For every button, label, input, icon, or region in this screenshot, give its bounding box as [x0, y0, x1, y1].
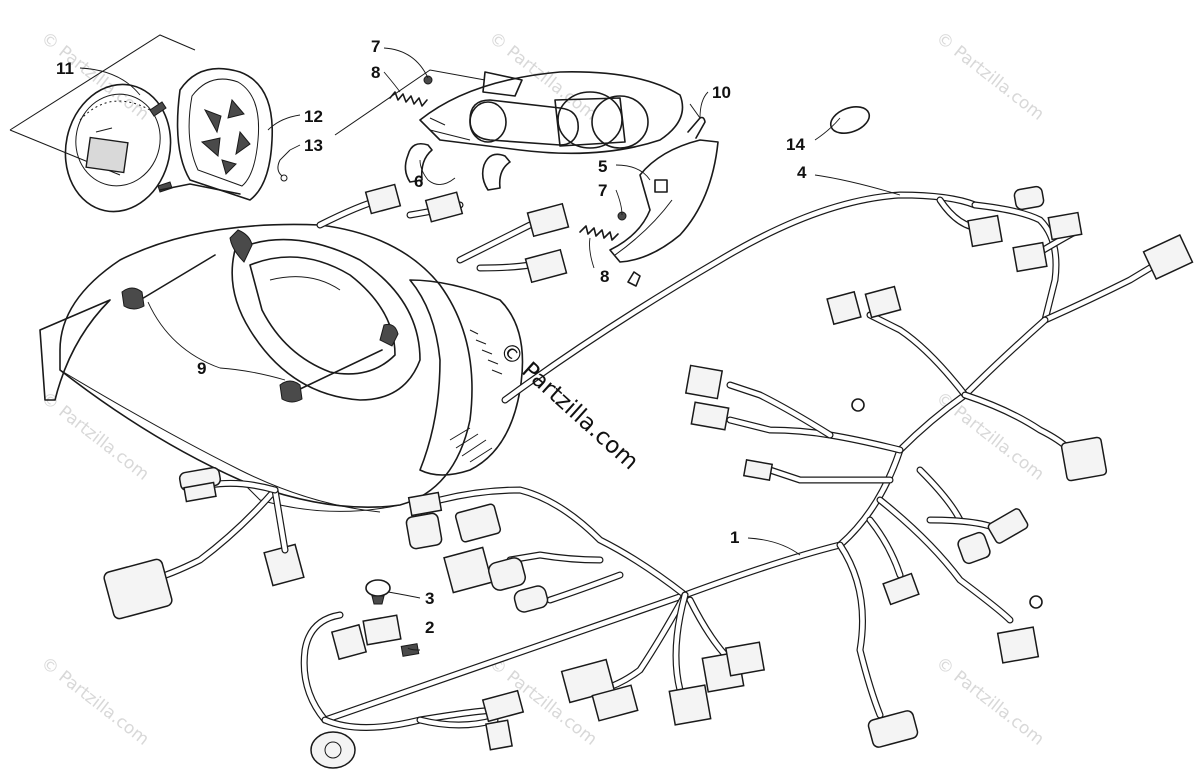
main-harness-item-1	[300, 311, 1074, 731]
headlight-housing	[334, 69, 684, 155]
headlight-harness-item-4	[501, 185, 1194, 404]
callout-8a: 8	[371, 63, 380, 82]
spring-upper	[389, 75, 433, 107]
watermark: © Partzilla.com	[932, 653, 1048, 750]
fuse-items-2-3	[362, 579, 420, 657]
watermark: © Partzilla.com	[37, 388, 153, 485]
gauge-cluster	[9, 34, 196, 213]
callout-labels: 1 2 3 4 5 6 7 7 8 8 9 10 11 12 13 14	[56, 37, 807, 637]
callout-6: 6	[414, 172, 423, 191]
callout-leaders	[79, 47, 901, 651]
side-panel-item-5	[609, 139, 719, 287]
dashboard-hood-item-9	[39, 223, 524, 513]
callout-11: 11	[56, 59, 74, 78]
retaining-ring-item-14	[829, 106, 871, 134]
clip-item-10	[687, 103, 706, 139]
callout-3: 3	[425, 589, 434, 608]
callout-14: 14	[786, 135, 805, 154]
spring-lower	[579, 211, 627, 241]
callout-7a: 7	[371, 37, 380, 56]
rubber-boots-item-6	[404, 142, 511, 191]
gauge-cover	[159, 67, 274, 201]
callout-5: 5	[598, 157, 607, 176]
hood-connectors	[316, 183, 570, 284]
callout-2: 2	[425, 618, 434, 637]
harness-connectors	[103, 285, 1108, 769]
callout-12: 12	[304, 107, 323, 126]
callout-9: 9	[197, 359, 206, 378]
callout-8b: 8	[600, 267, 609, 286]
watermark: © Partzilla.com	[37, 653, 153, 750]
callout-13: 13	[304, 136, 323, 155]
callout-1: 1	[730, 528, 739, 547]
callout-4: 4	[797, 163, 807, 182]
watermark: © Partzilla.com	[932, 28, 1048, 125]
screw-item-13	[277, 149, 291, 182]
callout-10: 10	[712, 83, 731, 102]
callout-7b: 7	[598, 181, 607, 200]
